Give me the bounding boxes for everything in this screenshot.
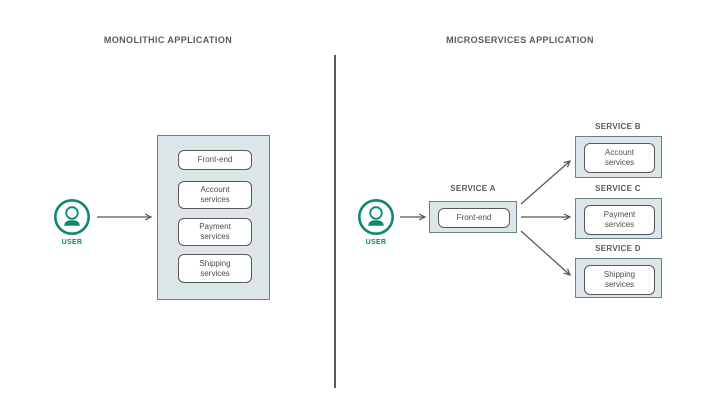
service-b-label: SERVICE B xyxy=(595,122,641,131)
monolith-node-shipping-services: Shipping services xyxy=(178,254,252,283)
microservices-user: USER xyxy=(357,198,395,246)
user-icon xyxy=(53,198,91,236)
user-label: USER xyxy=(61,239,83,246)
service-a-container: Front-end xyxy=(429,201,517,233)
arrow-service-a-to-d xyxy=(520,230,571,276)
service-b-node-account-services: Account services xyxy=(584,143,655,173)
monolith-container: Front-end Account services Payment servi… xyxy=(157,135,270,300)
service-d-container: Shipping services xyxy=(575,258,662,298)
node-label: Payment services xyxy=(199,222,231,241)
monolith-node-payment-services: Payment services xyxy=(178,218,252,246)
monolith-node-account-services: Account services xyxy=(178,181,252,209)
service-a-label: SERVICE A xyxy=(450,184,496,193)
node-label: Account services xyxy=(200,185,230,204)
user-icon xyxy=(357,198,395,236)
service-d-node-shipping-services: Shipping services xyxy=(584,265,655,295)
node-label: Front-end xyxy=(197,155,233,164)
node-label: Payment services xyxy=(603,210,636,229)
monolithic-title: MONOLITHIC APPLICATION xyxy=(103,35,233,45)
panel-divider xyxy=(334,55,336,388)
arrow-service-a-to-b xyxy=(520,160,572,205)
service-a-node-frontend: Front-end xyxy=(438,208,510,228)
node-label: Account services xyxy=(604,148,635,167)
user-label: USER xyxy=(365,239,387,246)
service-c-node-payment-services: Payment services xyxy=(584,205,655,235)
node-label: Front-end xyxy=(456,213,492,222)
service-d-label: SERVICE D xyxy=(595,244,641,253)
microservices-title: MICROSERVICES APPLICATION xyxy=(446,35,594,45)
service-b-container: Account services xyxy=(575,136,662,178)
service-c-label: SERVICE C xyxy=(595,184,641,193)
service-c-container: Payment services xyxy=(575,198,662,239)
monolith-node-frontend: Front-end xyxy=(178,150,252,170)
monolith-user: USER xyxy=(53,198,91,246)
node-label: Shipping services xyxy=(199,258,231,278)
node-label: Shipping services xyxy=(603,270,636,289)
